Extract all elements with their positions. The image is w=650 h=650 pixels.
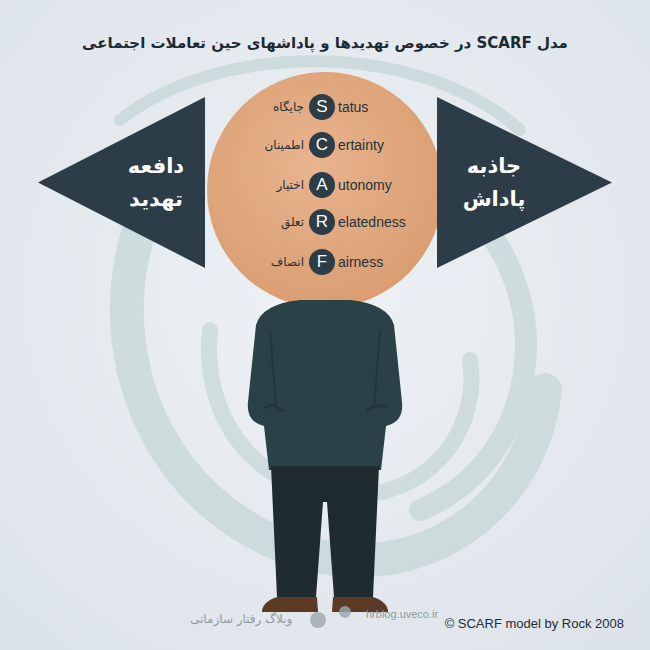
letter-circle: Fairnessانصاف [309,249,335,275]
letter-circle-fill [309,249,335,275]
threat-arrow [38,97,205,268]
letter-circle-fill [309,132,335,158]
persian-term: اطمینان [264,132,304,158]
shape-outline [38,97,205,268]
pocket-hand [264,406,386,412]
reward-arrow [437,97,612,268]
logo-dot [310,612,326,628]
arrow-shape: جاذبه پاداش [437,97,612,268]
persian-term: انصاف [271,249,304,275]
letter-circle: Statusجایگاه [309,94,335,120]
left-shoe [262,597,318,612]
persian-term: جایگاه [273,94,304,120]
sweater [248,300,402,470]
diagram-title: مدل SCARF در خصوص تهدیدها و پاداشهای حین… [0,34,650,52]
scarf-letter: A [309,172,335,198]
persian-term: اختیار [277,172,304,198]
logo-mark [310,606,351,628]
letter-circle-fill [309,172,335,198]
letter-circle-fill [309,209,335,235]
shape-outline [437,97,612,268]
arm-line [270,330,380,408]
url-watermark: hrblog.uveco.ir [366,608,438,620]
letter-circle: Autonomyاختیار [309,172,335,198]
logo-dot [339,606,351,618]
scarf-word: tatus [338,94,368,120]
blog-watermark: وبلاگ رفتار سازمانی [190,612,292,626]
scarf-word: ertainty [338,132,384,158]
copyright-note: © SCARF model by Rock 2008 [445,616,624,631]
scarf-letter: F [309,249,335,275]
persian-term: تعلق [281,209,304,235]
scarf-word: airness [338,249,383,275]
trousers [271,466,379,597]
letter-circle-fill [309,94,335,120]
arrow-shape: دافعه تهدید [38,97,205,268]
letter-circle: Relatednessتعلق [309,209,335,235]
head-circle [207,72,443,308]
scarf-letter: R [309,209,335,235]
scarf-word: elatedness [338,209,406,235]
arrow-label: جاذبه پاداش [452,150,536,215]
scarf-letter: S [309,94,335,120]
scarf-letter: C [309,132,335,158]
scarf-word: utonomy [338,172,392,198]
arrow-label: دافعه تهدید [114,150,198,215]
letter-circle: Certaintyاطمینان [309,132,335,158]
